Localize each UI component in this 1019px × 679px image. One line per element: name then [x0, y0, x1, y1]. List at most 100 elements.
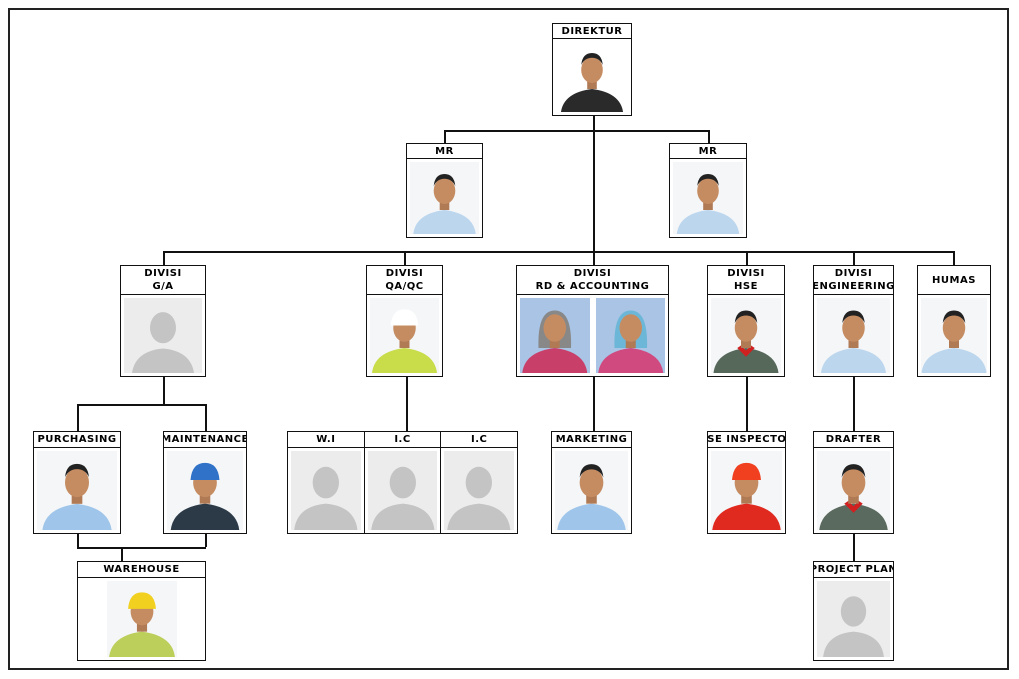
placeholder-photo — [367, 451, 438, 530]
node-divisi-qaqc: DIVISI QA/QC — [366, 265, 443, 377]
connector — [708, 130, 710, 143]
node-label: G/A — [152, 281, 174, 292]
connector — [746, 376, 748, 431]
person-photo — [167, 451, 243, 530]
person-photo — [817, 298, 890, 373]
placeholder-photo — [124, 298, 202, 373]
node-label: PROJECT PLAN — [814, 564, 893, 575]
node-label: MAINTENANCE — [164, 434, 246, 445]
node-label: W.I — [316, 434, 336, 445]
node-direktur: DIREKTUR — [552, 23, 632, 116]
person-silhouette-icon — [124, 298, 202, 373]
person-icon — [817, 451, 890, 530]
connector — [77, 547, 206, 549]
node-label: MR — [698, 145, 718, 157]
node-label: HSE INSPECTOR — [708, 434, 785, 445]
person-icon — [370, 298, 439, 373]
connector — [444, 130, 709, 132]
placeholder-photo — [291, 451, 361, 530]
node-drafter: DRAFTER — [813, 431, 894, 534]
node-mr-right: MR — [669, 143, 747, 238]
person-icon — [520, 298, 590, 373]
person-photo — [817, 451, 890, 530]
node-label: I.C — [394, 434, 411, 445]
node-label: DIVISI — [144, 268, 182, 279]
node-maintenance: MAINTENANCE — [163, 431, 247, 534]
chart-frame — [8, 8, 1009, 670]
node-divisi-ga: DIVISI G/A — [120, 265, 206, 377]
connector — [163, 251, 165, 265]
person-silhouette-icon — [444, 451, 515, 530]
person-icon — [673, 162, 743, 234]
person-photo — [410, 162, 479, 234]
person-icon — [711, 298, 781, 373]
person-photo — [673, 162, 743, 234]
person-icon — [106, 581, 177, 657]
connector — [77, 404, 206, 406]
node-label: DIREKTUR — [561, 25, 623, 37]
node-label: PURCHASING — [37, 434, 117, 445]
node-ic: I.C — [441, 432, 518, 533]
connector — [163, 251, 954, 253]
connector — [77, 533, 79, 547]
node-label: WAREHOUSE — [103, 564, 180, 575]
person-photo — [106, 581, 177, 657]
node-label: I.C — [471, 434, 488, 445]
person-photo — [37, 451, 117, 530]
person-photo — [921, 298, 987, 373]
node-project-plan: PROJECT PLAN — [813, 561, 894, 661]
person-icon — [817, 298, 890, 373]
node-hse-inspector: HSE INSPECTOR — [707, 431, 786, 534]
person-photo — [370, 298, 439, 373]
node-divisi-hse: DIVISI HSE — [707, 265, 785, 377]
connector — [853, 376, 855, 431]
person-photo — [556, 42, 628, 112]
person-silhouette-icon — [367, 451, 438, 530]
person-silhouette-icon — [291, 451, 361, 530]
node-marketing: MARKETING — [551, 431, 632, 534]
person-icon — [410, 162, 479, 234]
node-label: DIVISI — [385, 268, 424, 279]
placeholder-photo — [444, 451, 515, 530]
connector — [205, 533, 207, 547]
node-label: DRAFTER — [825, 434, 882, 445]
node-label: DIVISI — [573, 268, 612, 279]
connector — [406, 376, 408, 431]
node-mr-left: MR — [406, 143, 483, 238]
node-label: DIVISI — [727, 268, 765, 279]
person-icon — [556, 42, 628, 112]
node-purchasing: PURCHASING — [33, 431, 121, 534]
connector — [77, 404, 79, 431]
node-label: QA/QC — [385, 281, 424, 292]
person-icon — [555, 451, 628, 530]
node-label: MR — [435, 145, 454, 157]
connector — [853, 251, 855, 265]
connector — [593, 376, 595, 431]
placeholder-photo — [817, 581, 890, 657]
node-warehouse: WAREHOUSE — [77, 561, 206, 661]
connector — [404, 251, 406, 265]
connector — [163, 376, 165, 404]
connector — [853, 533, 855, 561]
person-photo — [555, 451, 628, 530]
node-wi-ic-group: W.I I.C I.C — [287, 431, 518, 534]
connector — [121, 547, 123, 561]
person-photo — [711, 298, 781, 373]
node-label: DIVISI — [834, 268, 873, 279]
node-label: MARKETING — [555, 434, 628, 445]
node-label: HSE — [734, 281, 758, 292]
connector — [205, 404, 207, 431]
node-ic: I.C — [364, 432, 442, 533]
person-icon — [595, 298, 665, 373]
connector — [953, 251, 955, 265]
node-label: HUMAS — [932, 274, 976, 286]
person-photo — [595, 298, 665, 373]
node-humas: HUMAS — [917, 265, 991, 377]
connector — [444, 130, 446, 143]
person-icon — [711, 451, 782, 530]
person-icon — [921, 298, 987, 373]
connector — [746, 251, 748, 265]
person-photo — [711, 451, 782, 530]
